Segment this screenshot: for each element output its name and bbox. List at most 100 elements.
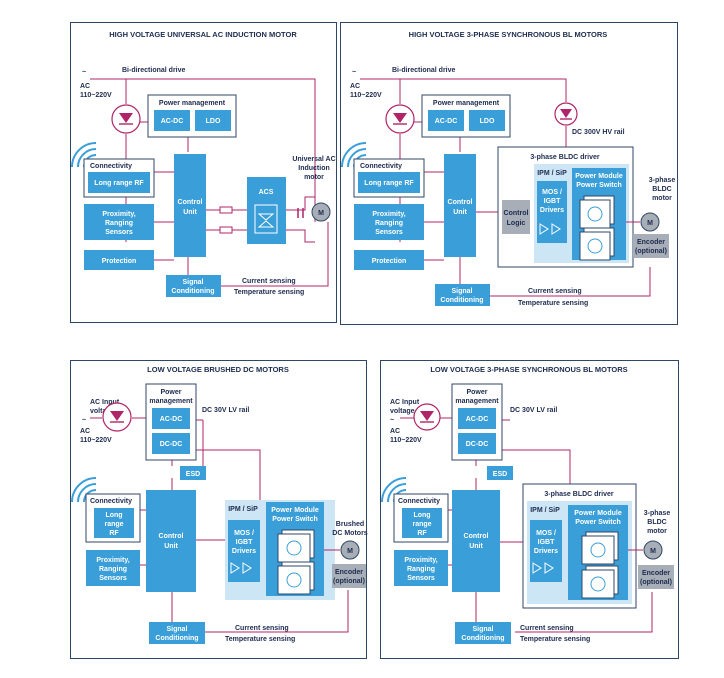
current-sensing-label: Current sensing [242, 278, 296, 285]
svg-text:Sensors: Sensors [99, 575, 127, 582]
svg-text:ACS: ACS [259, 189, 274, 196]
svg-text:Power: Power [466, 389, 487, 396]
current-sensing-label: Current sensing [235, 625, 289, 632]
svg-text:3-phase BLDC driver: 3-phase BLDC driver [530, 154, 600, 161]
svg-text:M: M [647, 220, 653, 227]
panel-title: LOW VOLTAGE BRUSHED DC MOTORS [147, 365, 289, 374]
svg-text:Ranging: Ranging [407, 566, 435, 573]
svg-text:ESD: ESD [186, 471, 200, 478]
dcdc-block: DC-DC [160, 441, 183, 448]
hv-diode-icon [554, 102, 578, 126]
svg-text:Sensors: Sensors [375, 229, 403, 236]
ac-tilde: ~ [352, 69, 356, 76]
svg-text:IPM / SiP: IPM / SiP [530, 507, 560, 514]
svg-text:Encoder: Encoder [637, 239, 665, 246]
svg-text:Power Module: Power Module [574, 510, 622, 517]
panel-lv-brushed-dc: LOW VOLTAGE BRUSHED DC MOTORS AC Input v… [70, 360, 370, 662]
svg-text:3-phase BLDC driver: 3-phase BLDC driver [544, 491, 614, 498]
motor-icon [640, 212, 660, 232]
svg-text:Sensors: Sensors [407, 575, 435, 582]
panel-title: LOW VOLTAGE 3-PHASE SYNCHRONOUS BL MOTOR… [430, 365, 627, 374]
svg-text:Power management: Power management [433, 100, 500, 107]
svg-text:Power Switch: Power Switch [272, 516, 318, 523]
svg-text:Power Switch: Power Switch [575, 519, 621, 526]
svg-text:DC Motors: DC Motors [332, 530, 367, 537]
motor-icon [340, 540, 360, 560]
svg-text:Power Module: Power Module [575, 173, 623, 180]
connectivity-block: Connectivity Long range RF [85, 493, 141, 543]
svg-text:Connectivity: Connectivity [398, 498, 440, 505]
lv-rail-label: DC 30V LV rail [510, 407, 557, 414]
svg-text:Protection: Protection [372, 258, 407, 265]
svg-text:Unit: Unit [469, 543, 483, 550]
rectifier-diode-icon [111, 104, 141, 134]
acdc-block: AC-DC [466, 416, 489, 423]
svg-text:Power management: Power management [159, 100, 226, 107]
svg-text:management: management [149, 398, 193, 405]
svg-text:Drivers: Drivers [534, 548, 558, 555]
proximity-sensors-block [84, 204, 154, 240]
ac-input-label: AC Input [390, 399, 420, 406]
capacitor-icon [297, 208, 304, 218]
svg-text:Control: Control [464, 533, 489, 540]
proximity-sensors-block [394, 550, 448, 586]
svg-text:M: M [650, 548, 656, 555]
svg-text:M: M [318, 210, 324, 217]
power-switch-icon [581, 531, 619, 599]
rectifier-diode-icon [385, 104, 415, 134]
acdc-block: AC-DC [435, 118, 458, 125]
temperature-sensing-label: Temperature sensing [518, 300, 588, 307]
control-unit-block [174, 154, 206, 257]
svg-text:Proximity,: Proximity, [372, 211, 405, 218]
svg-text:motor: motor [647, 528, 667, 535]
svg-text:IPM / SiP: IPM / SiP [228, 506, 258, 513]
panel-hv-ac-induction: HIGH VOLTAGE UNIVERSAL AC INDUCTION MOTO… [70, 22, 338, 324]
svg-text:IGBT: IGBT [538, 539, 555, 546]
svg-text:Induction: Induction [298, 165, 330, 172]
motor-label: Brushed [336, 521, 364, 528]
svg-text:Proximity,: Proximity, [102, 211, 135, 218]
driver-symbol-icon [230, 562, 252, 574]
svg-text:BLDC: BLDC [647, 519, 666, 526]
encoder-block [332, 564, 366, 588]
control-logic-block [502, 200, 530, 234]
signal-conditioning-block [455, 622, 511, 644]
motor-label: Universal AC [292, 156, 335, 163]
svg-text:Signal: Signal [472, 626, 493, 633]
ac-voltage-label: 110~220V [80, 92, 112, 99]
esd-block [180, 466, 206, 480]
motor-icon [311, 202, 331, 222]
ac-tilde: ~ [390, 417, 394, 424]
protection-block [84, 250, 154, 270]
svg-text:Proximity,: Proximity, [96, 557, 129, 564]
power-management-block: Power management AC-DC DC-DC [145, 383, 197, 461]
bidir-label: Bi-directional drive [392, 67, 456, 74]
panel-title: HIGH VOLTAGE UNIVERSAL AC INDUCTION MOTO… [109, 30, 297, 39]
svg-text:Connectivity: Connectivity [90, 498, 132, 505]
hv-rail-label: DC 300V HV rail [572, 129, 625, 136]
svg-text:BLDC: BLDC [652, 186, 671, 193]
control-unit-block [146, 490, 196, 592]
svg-text:Signal: Signal [451, 288, 472, 295]
svg-text:Signal: Signal [182, 279, 203, 286]
svg-text:Drivers: Drivers [540, 207, 564, 214]
ac-label: AC [350, 83, 360, 90]
protection-block [354, 250, 424, 270]
ac-input-label: AC Input [90, 399, 120, 406]
temperature-sensing-label: Temperature sensing [234, 289, 304, 296]
long-range-rf: Long range RF [94, 180, 144, 187]
panel-title: HIGH VOLTAGE 3-PHASE SYNCHRONOUS BL MOTO… [409, 30, 608, 39]
svg-text:M: M [347, 548, 353, 555]
encoder-block [638, 565, 674, 589]
power-switch-icon [277, 529, 315, 595]
temperature-sensing-label: Temperature sensing [520, 636, 590, 643]
svg-text:Encoder: Encoder [335, 569, 363, 576]
proximity-sensors-block [354, 204, 424, 240]
svg-text:Unit: Unit [183, 209, 197, 216]
svg-text:(optional): (optional) [640, 579, 672, 586]
panel-hv-3phase-bl: HIGH VOLTAGE 3-PHASE SYNCHRONOUS BL MOTO… [340, 22, 680, 326]
long-range-rf: Long range RF [364, 180, 414, 187]
motor-icon [643, 540, 663, 560]
svg-text:Protection: Protection [102, 258, 137, 265]
motor-label: 3-phase [644, 510, 671, 517]
